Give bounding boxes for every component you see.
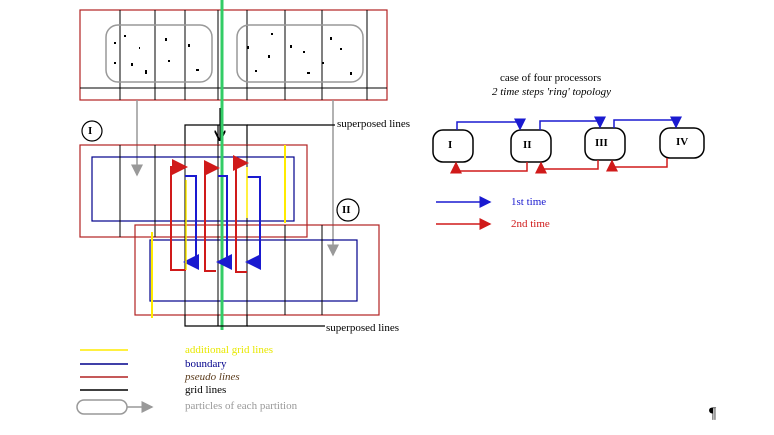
particles xyxy=(114,33,352,75)
legend-additional-label: additional grid lines xyxy=(185,344,273,356)
pilcrow-mark: ¶ xyxy=(709,405,717,422)
topology-diagram xyxy=(432,116,705,230)
partition-I-label: I xyxy=(88,125,93,137)
legend-boundary-label: boundary xyxy=(185,358,227,370)
partition-II xyxy=(134,224,380,318)
topology-subtitle: 2 time steps 'ring' topology xyxy=(492,86,611,98)
superposed-bracket-top xyxy=(184,108,335,145)
partition-II-circle xyxy=(336,198,360,222)
partition-II-label: II xyxy=(342,204,351,216)
node-I xyxy=(432,129,474,163)
first-time-arrows xyxy=(456,116,682,131)
partition-II-boundary xyxy=(149,239,358,302)
legend-grid-label: grid lines xyxy=(185,384,227,396)
topology-title: case of four processors xyxy=(500,72,602,84)
node-I-label: I xyxy=(448,139,453,151)
particle-group-left xyxy=(105,24,213,83)
legend-swatches xyxy=(76,349,154,415)
superposed-lines-bottom-label: superposed lines xyxy=(326,322,400,334)
legend-particle-swatch xyxy=(76,399,128,415)
node-IV xyxy=(659,127,705,159)
partition-I-circle xyxy=(81,120,103,142)
superposed-bracket-bottom xyxy=(184,315,325,327)
exchange-lines xyxy=(170,155,261,273)
superposed-lines-top-label: superposed lines xyxy=(337,118,411,130)
partition-II-pseudo-border xyxy=(134,224,380,316)
particle-group-right xyxy=(236,24,364,83)
legend-particles-label: particles of each partition xyxy=(185,400,298,412)
partition-I-boundary xyxy=(91,156,295,222)
legend-pseudo-label: pseudo lines xyxy=(185,371,240,383)
top-domain-border xyxy=(79,9,388,101)
first-time-label: 1st time xyxy=(511,196,547,208)
node-II xyxy=(510,129,552,163)
top-grid-lines xyxy=(119,10,368,100)
partition-II-grid xyxy=(184,225,323,315)
node-III-label: III xyxy=(595,137,608,149)
second-time-arrows xyxy=(450,158,668,174)
top-domain xyxy=(79,9,388,101)
node-II-label: II xyxy=(523,139,532,151)
node-IV-label: IV xyxy=(676,136,689,148)
partition-I xyxy=(79,144,308,238)
partition-I-pseudo-border xyxy=(79,144,308,238)
second-time-label: 2nd time xyxy=(511,218,550,230)
